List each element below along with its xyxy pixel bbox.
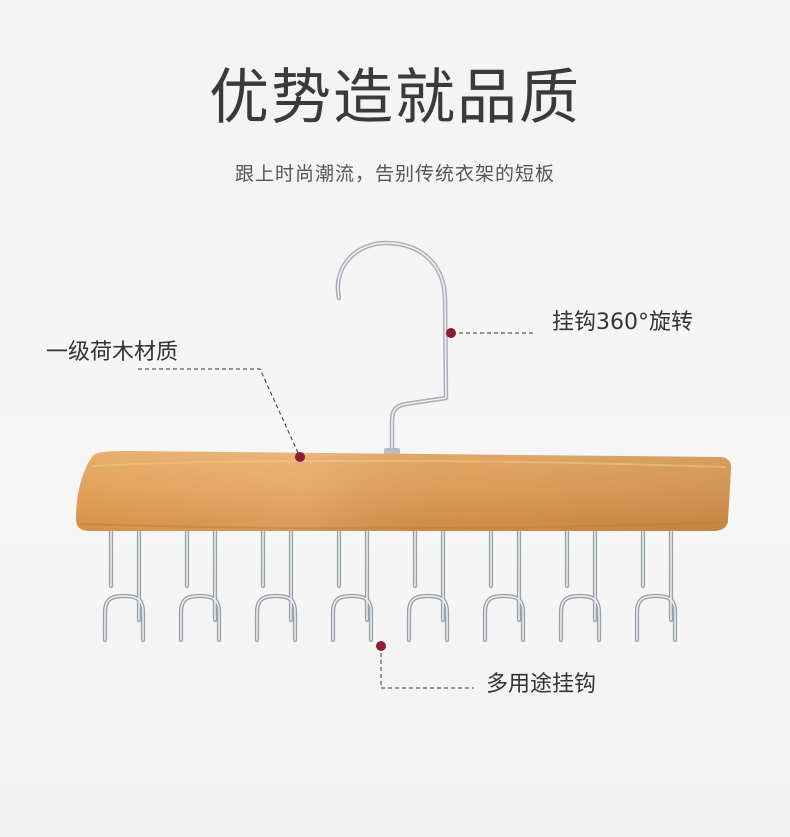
metal-hook	[178, 525, 222, 643]
page-subtitle: 跟上时尚潮流，告别传统衣架的短板	[234, 163, 555, 185]
metal-hook	[330, 525, 374, 643]
metal-hook	[102, 525, 146, 643]
metal-hooks	[102, 525, 678, 643]
callout-rotating-hook: 挂钩360°旋转	[552, 310, 693, 335]
metal-hook	[406, 525, 450, 643]
callout-wood-material: 一级荷木材质	[46, 340, 179, 365]
metal-hook	[634, 525, 678, 643]
leader-line-wood-material	[138, 368, 301, 458]
leader-line-multi-hooks	[380, 646, 474, 689]
metal-hook	[558, 525, 602, 643]
metal-hook	[482, 525, 526, 643]
marker-dot-multi-hooks	[376, 641, 386, 651]
callout-multi-hooks: 多用途挂钩	[486, 672, 597, 697]
marker-dot-wood-material	[295, 452, 305, 462]
metal-hook	[254, 525, 298, 643]
marker-dot-rotating-hook	[446, 328, 456, 338]
page-title: 优势造就品质	[209, 63, 581, 133]
